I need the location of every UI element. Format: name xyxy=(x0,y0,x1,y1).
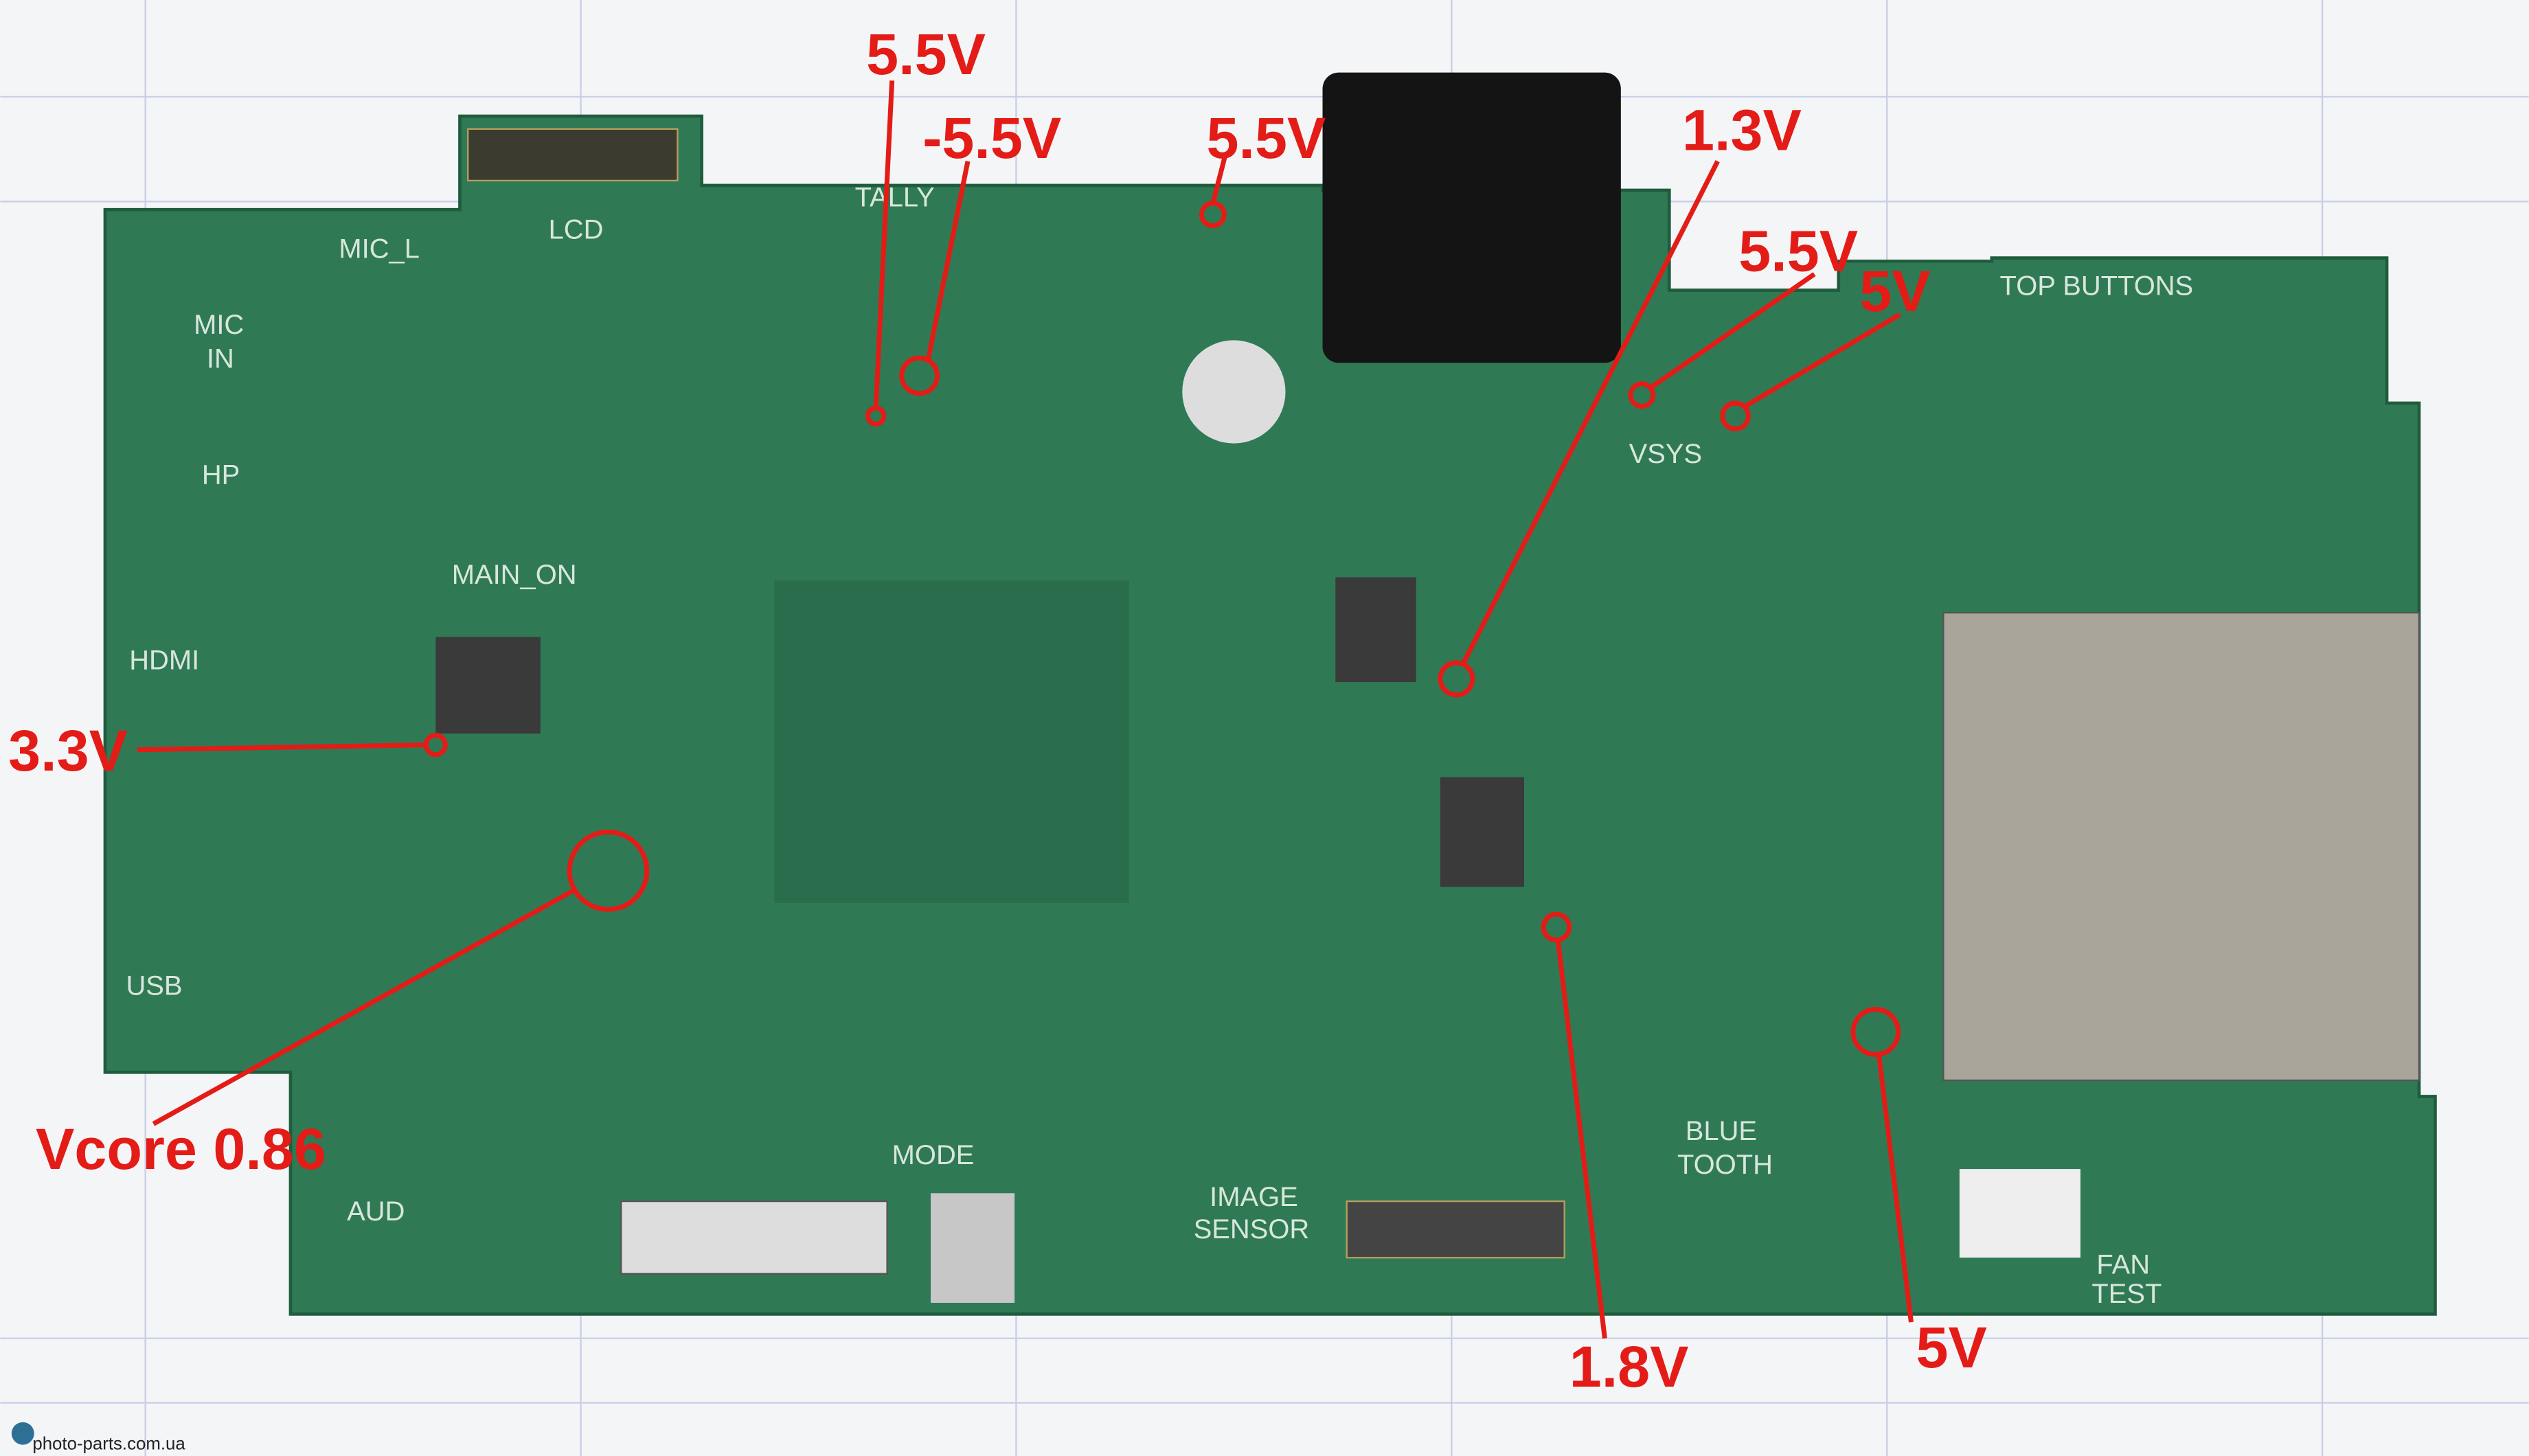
voltage-annotations xyxy=(137,80,1914,1339)
silk-image: IMAGE xyxy=(1210,1182,1298,1212)
buzzer xyxy=(1182,340,1286,444)
watermark-text: photo-parts.com.ua xyxy=(32,1435,185,1454)
silk-test: TEST xyxy=(2091,1279,2162,1309)
bottom-connector xyxy=(620,1200,888,1275)
silk-mic: MIC xyxy=(194,310,244,340)
inductor-l32 xyxy=(435,637,541,734)
silkscreen-labels: MIC_L MIC IN HP HDMI USB AUD MODE IMAGE … xyxy=(126,183,2194,1309)
watermark-logo-icon xyxy=(11,1422,34,1445)
fan-connector xyxy=(1959,1169,2080,1258)
label-5v5-a: 5.5V xyxy=(866,21,986,87)
label-5v5-c: 5.5V xyxy=(1738,218,1858,283)
label-3v3: 3.3V xyxy=(8,718,128,783)
silk-in: IN xyxy=(207,343,234,374)
lcd-connector xyxy=(467,128,679,182)
silk-sensor: SENSOR xyxy=(1194,1214,1310,1244)
silk-lcd: LCD xyxy=(549,214,604,244)
pcb-board xyxy=(103,114,2437,1316)
mode-button xyxy=(931,1193,1015,1303)
label-5v5-b: 5.5V xyxy=(1206,105,1326,170)
inductor-l42 xyxy=(1335,577,1416,683)
silk-blue: BLUE xyxy=(1686,1116,1757,1146)
inductor-l44 xyxy=(1440,777,1524,887)
sd-card-slot xyxy=(1942,611,2420,1082)
voltage-labels: 5.5V -5.5V 5.5V 1.3V 5.5V 5V 3.3V Vcore … xyxy=(8,21,1987,1399)
label-5v-b: 5V xyxy=(1916,1315,1986,1380)
silk-top-buttons: TOP BUTTONS xyxy=(2000,271,2194,302)
label-1v8: 1.8V xyxy=(1569,1334,1689,1399)
black-connector xyxy=(1322,72,1621,363)
watermark: photo-parts.com.ua xyxy=(11,1422,185,1454)
image-sensor-connector xyxy=(1346,1200,1565,1259)
silk-mode: MODE xyxy=(892,1140,975,1170)
silk-vsys: VSYS xyxy=(1629,439,1702,469)
silk-aud: AUD xyxy=(347,1196,405,1227)
silk-main-on: MAIN_ON xyxy=(452,560,577,590)
silk-usb: USB xyxy=(126,971,183,1001)
silk-hp: HP xyxy=(202,459,240,490)
silk-hdmi: HDMI xyxy=(129,645,199,675)
label-neg-5v5: -5.5V xyxy=(922,105,1061,170)
main-chip-area xyxy=(774,580,1129,903)
label-5v-a: 5V xyxy=(1859,258,1930,323)
silk-mic-l: MIC_L xyxy=(339,234,420,264)
silk-tally: TALLY xyxy=(855,183,935,213)
silk-fan: FAN xyxy=(2096,1250,2150,1280)
silk-tooth: TOOTH xyxy=(1677,1150,1773,1180)
label-vcore: Vcore 0.86 xyxy=(36,1116,326,1181)
label-1v3: 1.3V xyxy=(1682,97,1802,162)
